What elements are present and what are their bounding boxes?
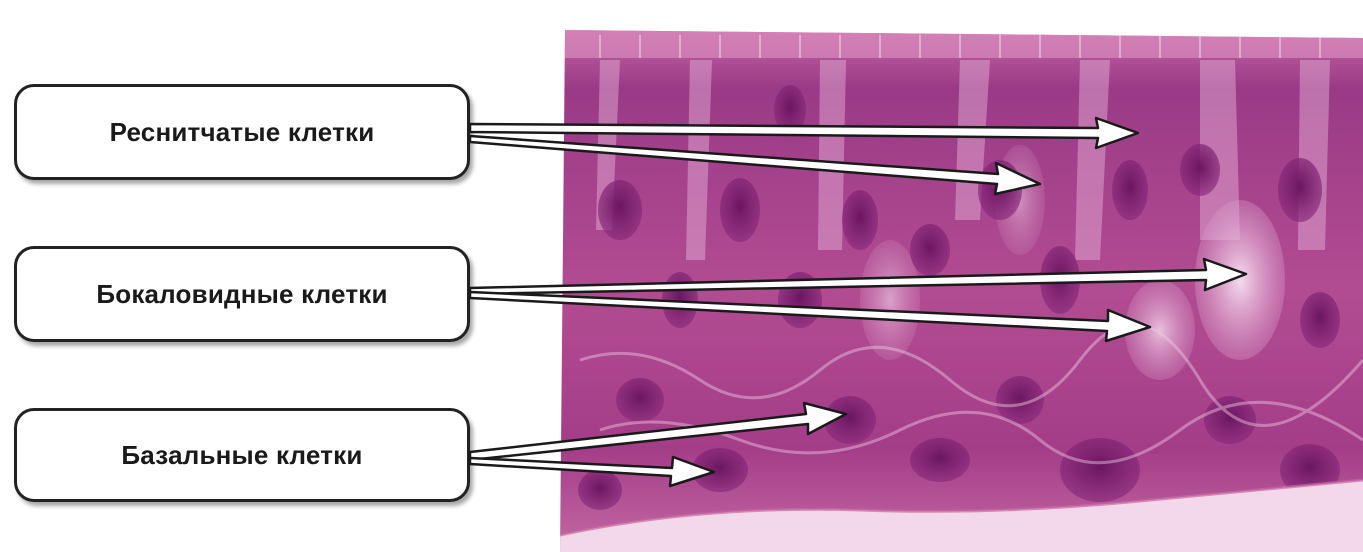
arrow-goblet-1-icon	[470, 259, 1246, 294]
arrow-goblet-2-icon	[470, 292, 1150, 341]
arrow-basal-1-icon	[470, 403, 846, 460]
arrow-ciliated-2-icon	[470, 136, 1040, 194]
arrow-basal-2-icon	[470, 457, 714, 486]
